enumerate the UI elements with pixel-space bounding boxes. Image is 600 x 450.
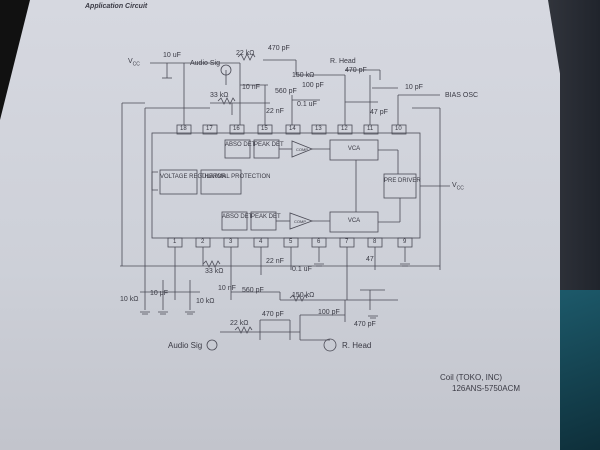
label-c-47-bottom: 47	[366, 256, 374, 263]
label-r-33k-top: 33 kΩ	[210, 92, 229, 99]
label-c-47pf-top: 47 pF	[370, 109, 388, 116]
label-peak-det-top: PEAK DET	[254, 142, 284, 148]
pin-5: 5	[289, 239, 293, 245]
block-abso-det-top	[224, 139, 251, 159]
label-vcc-top: VCC	[128, 58, 140, 68]
pin-13: 13	[315, 126, 322, 132]
label-c-22nf-top: 22 nF	[266, 108, 284, 115]
pin-8: 8	[373, 239, 377, 245]
label-voltage-regulator: VOLTAGE REGULATOR	[160, 174, 226, 180]
block-thermal-protection	[200, 169, 242, 195]
label-c-470pf-bottom-2: 470 pF	[354, 321, 376, 328]
pin-1: 1	[173, 239, 177, 245]
label-peak-det-bottom: PEAK DET	[251, 214, 281, 220]
label-c-22nf-bottom: 22 nF	[266, 258, 284, 265]
paper-sheet	[0, 0, 560, 450]
pin-11: 11	[367, 126, 374, 132]
label-comp-top: COMP	[296, 147, 308, 152]
label-c-01uf-bottom: 0.1 uF	[292, 266, 312, 273]
label-pre-driver: PRE DRIVER	[384, 178, 421, 184]
pin-9: 9	[403, 239, 407, 245]
caption-part-number: 126ANS-5750ACM	[452, 384, 521, 393]
audio-source-top	[220, 64, 232, 76]
label-bias-osc: BIAS OSC	[445, 92, 479, 99]
record-head-bottom	[323, 338, 337, 352]
label-r-22k-top: 22 kΩ	[236, 50, 255, 57]
label-cap-10uf-top: 10 uF	[163, 52, 181, 59]
caption-coil: Coil (TOKO, INC)	[440, 373, 503, 382]
label-c-470pf-top: 470 pF	[268, 45, 290, 52]
block-voltage-regulator	[159, 169, 198, 195]
label-r-22k-bottom: 22 kΩ	[230, 320, 249, 327]
label-audio-sig-bottom: Audio Sig	[168, 341, 203, 350]
block-abso-det-bottom	[221, 211, 248, 231]
pin-15: 15	[261, 126, 268, 132]
pin-12: 12	[341, 126, 348, 132]
label-c-10pf-top: 10 pF	[405, 84, 423, 91]
label-r-10k-b: 10 kΩ	[196, 298, 215, 305]
pin-7: 7	[345, 239, 349, 245]
pin-17: 17	[206, 126, 213, 132]
label-c-10nf-bottom: 10 nF	[218, 285, 236, 292]
pin-18: 18	[180, 126, 187, 132]
label-audio-sig-top: Audio Sig	[190, 60, 220, 67]
label-vca-top: VCA	[347, 146, 361, 152]
pin-3: 3	[229, 239, 233, 245]
label-vca-bottom: VCA	[347, 218, 361, 224]
audio-source-bottom	[206, 339, 218, 351]
page-header: Application Circuit	[85, 3, 148, 10]
label-c-100pf-bottom: 100 pF	[318, 309, 340, 316]
pin-14: 14	[289, 126, 296, 132]
label-c-470pf-bottom: 470 pF	[262, 311, 284, 318]
label-c-01uf-top: 0.1 uF	[297, 101, 317, 108]
pin-16: 16	[233, 126, 240, 132]
label-c-100pf-top: 100 pF	[302, 82, 324, 89]
label-comp-bottom: COMP	[294, 219, 306, 224]
pin-10: 10	[395, 126, 402, 132]
label-r-10k-a: 10 kΩ	[120, 296, 139, 303]
label-r-head-bottom: R. Head	[342, 341, 372, 350]
label-r-head-top: R. Head	[330, 58, 356, 65]
label-c-10nf-top: 10 nF	[242, 84, 260, 91]
label-r-33k-bottom: 33 kΩ	[205, 268, 224, 275]
label-r-150k-top: 150 kΩ	[292, 72, 315, 79]
pin-4: 4	[259, 239, 263, 245]
pin-2: 2	[201, 239, 205, 245]
label-abso-det-bottom: ABSO DET	[222, 214, 253, 220]
pin-6: 6	[317, 239, 321, 245]
label-thermal-protection: THERMAL PROTECTION	[201, 174, 271, 180]
label-c-560pf-top: 560 pF	[275, 88, 297, 95]
label-c-470pf-top-2: 470 pF	[345, 67, 367, 74]
label-vcc-right: VCC	[452, 182, 464, 192]
label-abso-det-top: ABSO DET	[225, 142, 256, 148]
label-c-10uf-bottom: 10 μF	[150, 290, 169, 297]
label-r-150k-bottom: 150 kΩ	[292, 292, 315, 299]
label-c-560pf-bottom: 560 pF	[242, 287, 264, 294]
